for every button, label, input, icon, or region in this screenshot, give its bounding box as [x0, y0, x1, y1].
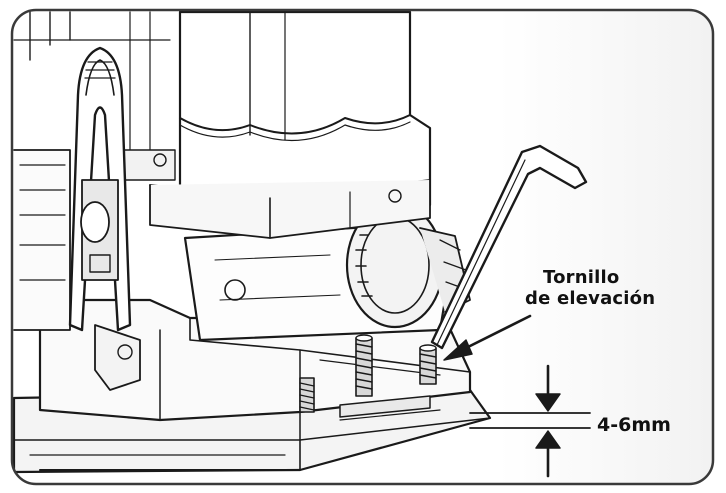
- screw-left: [299, 377, 315, 413]
- arrow-pointer-icon: [443, 314, 532, 361]
- arrow-up-icon: [535, 430, 561, 478]
- release-handle: [68, 46, 141, 391]
- right-shade-panel: [498, 10, 713, 484]
- left-frame: [13, 11, 176, 331]
- gap-indicator: [469, 364, 591, 478]
- hex-key-icon: [430, 144, 588, 350]
- screw-right: [419, 344, 437, 385]
- callout-label-line-2: de elevación: [525, 288, 656, 309]
- screw-middle: [355, 334, 373, 397]
- gap-measurement-label: 4-6mm: [597, 414, 671, 436]
- leveling-screws: [299, 334, 437, 413]
- arrow-down-icon: [535, 364, 561, 412]
- frame-border: [10, 8, 715, 486]
- callout-label-line-1: Tornillo: [543, 267, 620, 288]
- motor-cover: [149, 10, 432, 239]
